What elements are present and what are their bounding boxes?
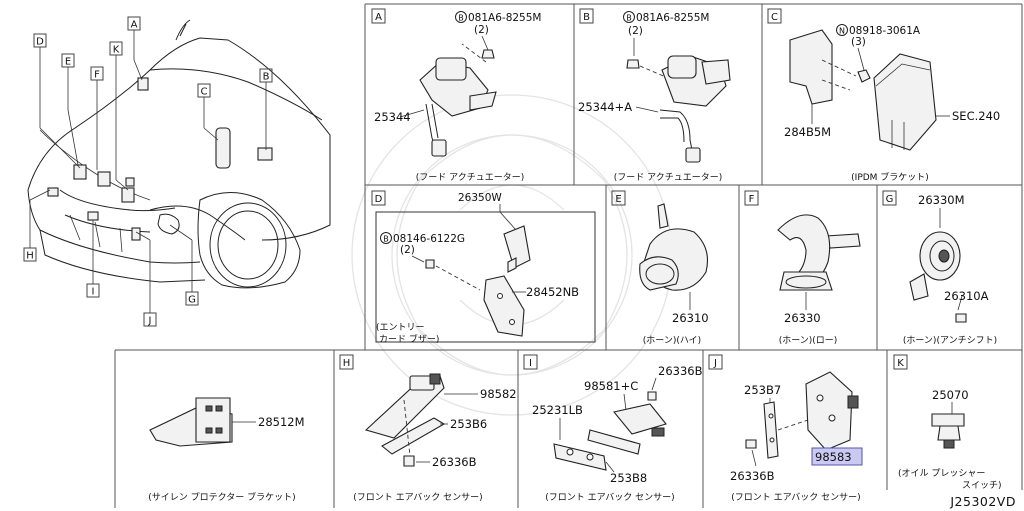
part-label-3: 25231LB <box>532 403 583 417</box>
svg-text:I: I <box>92 287 95 298</box>
part-label-2: 98581+C <box>584 379 638 393</box>
svg-text:K: K <box>113 45 120 56</box>
svg-text:H: H <box>26 251 34 262</box>
part-label-1: 26336B <box>658 364 703 378</box>
part-label: 28512M <box>258 415 305 429</box>
part-label-4: 253B8 <box>610 471 647 485</box>
part-label-1: 284B5M <box>784 125 831 139</box>
svg-text:G: G <box>886 194 894 205</box>
svg-text:G: G <box>188 295 196 306</box>
part-label: 25344 <box>374 110 411 124</box>
caption: (フロント エアバック センサー) <box>545 492 674 503</box>
callout-C: C <box>197 83 211 98</box>
part-label-2: 28452NB <box>526 285 579 299</box>
svg-text:B: B <box>383 235 389 244</box>
part-label: 25344+A <box>578 100 632 114</box>
part-label-3: 26336B <box>432 455 477 469</box>
svg-text:H: H <box>343 358 351 369</box>
panel-J: J 253B7 26336B 98583 (フロント エアバック センサー) <box>708 354 863 503</box>
part-label-2: 26336B <box>730 469 775 483</box>
panel-A-letter: A <box>375 12 382 23</box>
panel-H: H 98582 253B6 26336B (フロント エアバック センサー) <box>339 354 517 503</box>
callout-J: J <box>143 312 157 327</box>
part-label-1: 98582 <box>480 387 517 401</box>
caption: (フード アクチュエーター) <box>614 172 722 183</box>
caption: (ホーン)(ハイ) <box>643 335 701 346</box>
svg-text:N: N <box>839 27 845 36</box>
panel-grid <box>114 3 1023 508</box>
svg-text:D: D <box>36 37 44 48</box>
part-label-1: 26350W <box>458 192 502 204</box>
svg-text:F: F <box>94 70 100 81</box>
car-overview: D E F K A C B H I J G <box>23 16 331 327</box>
callout-I: I <box>86 283 100 298</box>
svg-text:C: C <box>771 12 778 23</box>
panel-C: C N 08918-3061A (3) 284B5M SEC.240 (IPDM… <box>767 8 1000 183</box>
callout-D: D <box>33 33 47 48</box>
bolt-qty: (2) <box>400 244 415 256</box>
callout-B: B <box>259 68 273 83</box>
caption: (ホーン)(アンチシフト) <box>903 335 997 346</box>
caption: (フード アクチュエーター) <box>416 172 524 183</box>
callout-K: K <box>109 41 123 56</box>
svg-text:E: E <box>65 57 71 68</box>
svg-text:E: E <box>615 194 621 205</box>
caption: (ホーン)(ロー) <box>779 335 838 346</box>
diagram-code: J25302VD <box>949 494 1016 509</box>
svg-text:C: C <box>201 87 208 98</box>
svg-text:J: J <box>713 358 717 369</box>
caption-line-2: カード ブザー) <box>379 333 439 345</box>
bolt-part-number: 081A6-8255M <box>468 12 541 24</box>
bolt-qty: (2) <box>628 25 643 37</box>
caption-line-2: スイッチ) <box>962 480 1002 491</box>
nut-qty: (3) <box>851 36 866 48</box>
bolt-qty: (2) <box>474 24 489 36</box>
panel-I: I 26336B 98581+C 25231LB 253B8 (フロント エアバ… <box>523 354 703 503</box>
svg-text:B: B <box>458 14 464 23</box>
svg-text:B: B <box>583 12 590 23</box>
part-label-2: 26310A <box>944 289 989 303</box>
bolt-part-number: 081A6-8255M <box>636 12 709 24</box>
svg-text:B: B <box>626 14 632 23</box>
svg-text:D: D <box>375 194 383 205</box>
part-label: 26330 <box>784 311 821 325</box>
nut-part-number: 08918-3061A <box>849 25 921 37</box>
caption: (フロント エアバック センサー) <box>731 492 860 503</box>
part-label-2: SEC.240 <box>952 109 1000 123</box>
svg-text:F: F <box>749 194 755 205</box>
highlighted-part-98583 <box>811 447 863 466</box>
caption-line-1: (エントリー <box>376 323 425 333</box>
svg-text:I: I <box>529 358 532 369</box>
part-label-1: 26330M <box>918 193 965 207</box>
part-label-1: 25070 <box>932 388 969 402</box>
svg-text:K: K <box>897 358 904 369</box>
panel-D: D 26350W B 08146-6122G (2) 28452NB (エントリ… <box>371 190 596 345</box>
callout-H: H <box>23 247 37 262</box>
caption-line-1: (オイル プレッシャー <box>898 468 985 479</box>
part-label-3: 98583 <box>815 450 852 464</box>
callout-A: A <box>127 16 141 31</box>
bolt-part-number: 08146-6122G <box>393 233 465 245</box>
part-label-2: 253B6 <box>450 417 487 431</box>
panel-E: E 26310 (ホーン)(ハイ) <box>611 190 709 346</box>
svg-text:A: A <box>131 20 138 31</box>
callout-E: E <box>61 53 75 68</box>
panel-B: B B 081A6-8255M (2) 25344+A (フード アクチュエータ… <box>578 8 731 183</box>
callout-G: G <box>185 291 199 306</box>
svg-text:J: J <box>148 316 152 327</box>
svg-text:B: B <box>263 72 270 83</box>
callout-F: F <box>90 66 104 81</box>
caption: (サイレン プロテクター ブラケット) <box>148 491 295 503</box>
panel-F: F 26330 (ホーン)(ロー) <box>744 190 861 346</box>
panel-A: A B 081A6-8255M (2) 25344 (フード アクチュエーター) <box>371 8 541 183</box>
panel-siren-bracket: 28512M (サイレン プロテクター ブラケット) <box>148 397 305 503</box>
caption: (IPDM ブラケット) <box>851 171 929 183</box>
part-label-1: 253B7 <box>744 383 781 397</box>
part-label: 26310 <box>672 311 709 325</box>
panel-G: G 26330M 26310A (ホーン)(アンチシフト) <box>882 190 997 346</box>
caption: (フロント エアバック センサー) <box>353 492 482 503</box>
panel-K: K 25070 (オイル プレッシャー スイッチ) <box>893 354 1002 491</box>
